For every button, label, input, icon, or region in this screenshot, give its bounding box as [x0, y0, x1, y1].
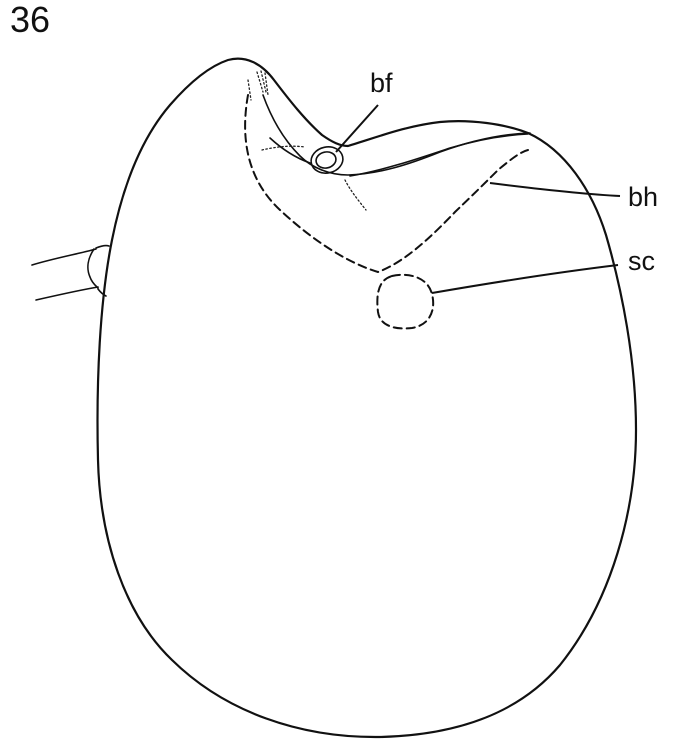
boundary-line-bh — [245, 95, 528, 272]
label-sc: sc — [628, 246, 655, 276]
beak-region — [263, 95, 530, 176]
shell-outline — [98, 59, 636, 737]
pedicle-stub — [32, 246, 109, 300]
leader-bh — [490, 183, 620, 196]
label-bh: bh — [628, 182, 658, 212]
beak-hatching — [248, 71, 366, 210]
scar-sc — [377, 275, 433, 329]
leader-sc — [432, 265, 618, 293]
leader-bf — [336, 105, 378, 152]
figure-number: 36 — [10, 2, 50, 38]
label-bf: bf — [370, 68, 393, 98]
